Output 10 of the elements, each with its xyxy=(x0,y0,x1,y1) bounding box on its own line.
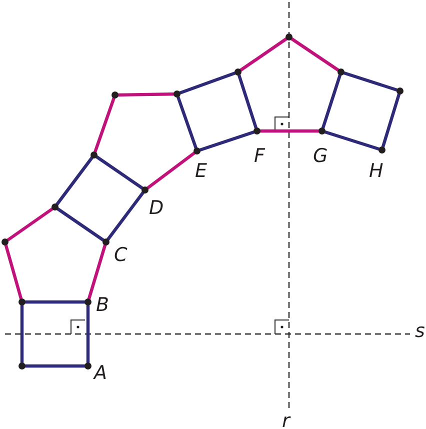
point-label: C xyxy=(114,246,128,265)
point-label: D xyxy=(149,199,164,218)
point-label: H xyxy=(369,162,384,181)
point-label: E xyxy=(195,162,208,181)
point-label: G xyxy=(313,147,328,166)
point-label: B xyxy=(96,296,110,315)
line-label: s xyxy=(415,322,425,341)
point-label: A xyxy=(94,364,107,383)
point-label: F xyxy=(254,147,265,166)
line-label: r xyxy=(282,412,290,429)
